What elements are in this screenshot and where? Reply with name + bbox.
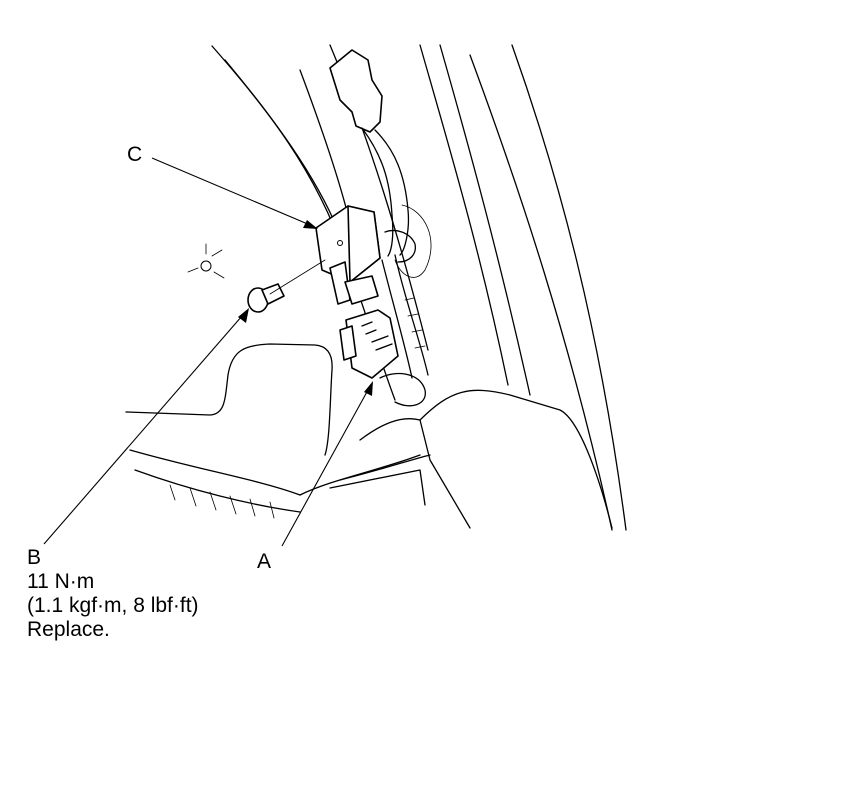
callout-label-c: C xyxy=(127,143,143,166)
lower-trim xyxy=(125,343,613,529)
torque-spec-nm: 11 N·m xyxy=(27,570,95,593)
callout-label-b: B xyxy=(27,546,42,569)
callout-leader-c xyxy=(151,157,318,229)
bolt-b xyxy=(247,259,326,313)
callout-label-a: A xyxy=(257,550,272,573)
replace-note: Replace. xyxy=(27,618,110,641)
callout-leader-b xyxy=(43,308,249,545)
connector-a xyxy=(339,309,399,379)
torque-spec-alt: (1.1 kgf·m, 8 lbf·ft) xyxy=(27,594,199,617)
sensor-c xyxy=(315,205,381,305)
callout-label-b-block: B 11 N·m (1.1 kgf·m, 8 lbf·ft) Replace. xyxy=(27,546,199,642)
callout-leader-a xyxy=(281,381,373,547)
mounting-point-symbol xyxy=(187,243,225,279)
wire-harness xyxy=(329,49,429,407)
